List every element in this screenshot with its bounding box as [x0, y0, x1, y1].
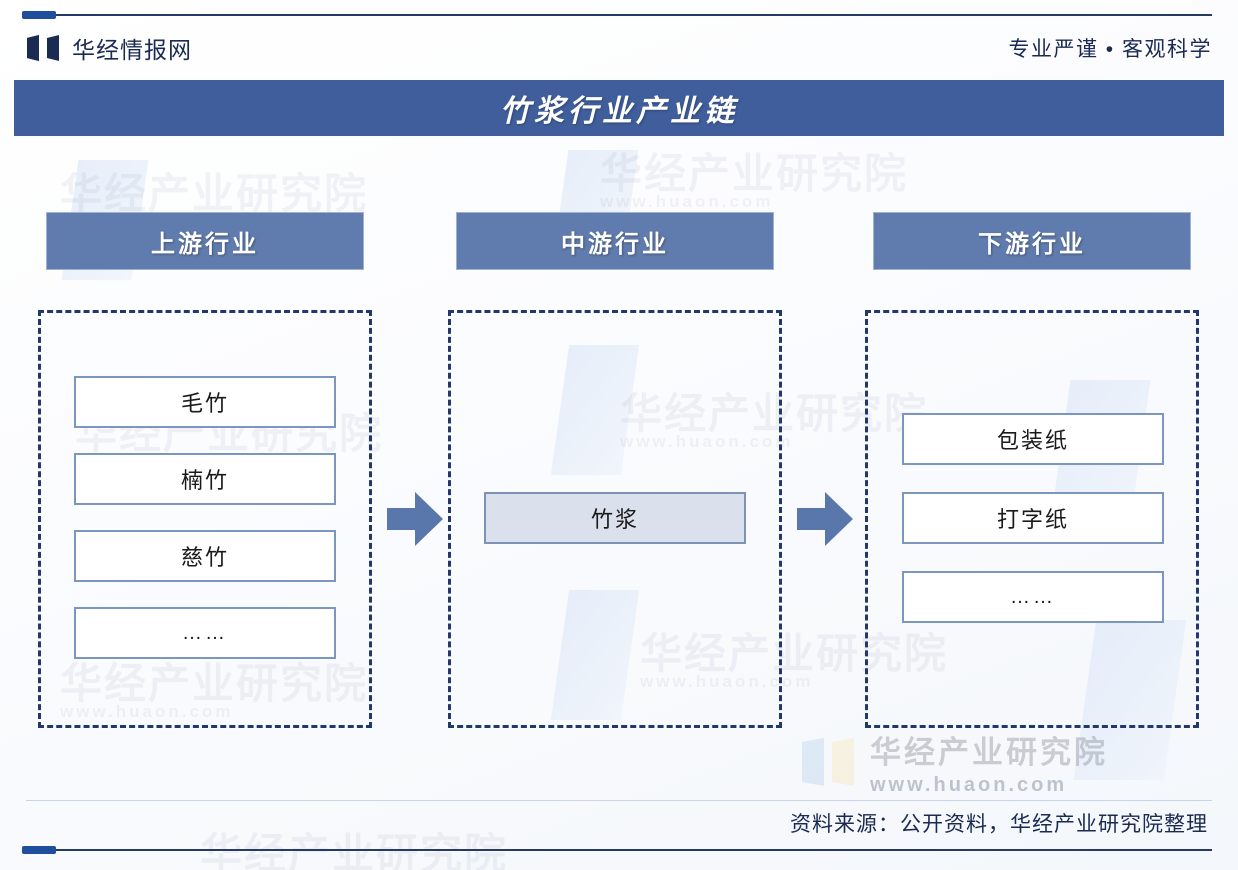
panel-downstream	[865, 310, 1199, 728]
panel-upstream	[38, 310, 372, 728]
brand-name: 华经情报网	[72, 37, 192, 63]
watermark-company: 华经产业研究院	[200, 830, 509, 870]
bottom-rule-accent	[22, 846, 56, 854]
column-header-downstream: 下游行业	[873, 212, 1191, 270]
item-midstream-0[interactable]: 竹浆	[484, 492, 746, 544]
item-upstream-0[interactable]: 毛竹	[74, 376, 336, 428]
footer-separator	[26, 800, 1212, 801]
item-upstream-2-label: 慈竹	[180, 545, 229, 570]
item-midstream-0-label: 竹浆	[590, 507, 639, 532]
item-upstream-3[interactable]: ……	[74, 607, 336, 659]
item-downstream-1[interactable]: 打字纸	[902, 492, 1164, 544]
industry-chain-diagram: 上游行业 毛竹 楠竹 慈竹 …… 中游行业 竹浆	[0, 136, 1238, 796]
panel-midstream	[448, 310, 782, 728]
column-header-midstream: 中游行业	[456, 212, 774, 270]
item-upstream-1[interactable]: 楠竹	[74, 453, 336, 505]
item-downstream-2-label: ……	[1010, 585, 1056, 608]
right-arrow-icon-2	[797, 492, 853, 546]
item-upstream-3-label: ……	[182, 621, 228, 644]
item-downstream-1-label: 打字纸	[996, 507, 1069, 532]
source-note: 资料来源：公开资料，华经产业研究院整理	[790, 813, 1208, 836]
item-upstream-2[interactable]: 慈竹	[74, 530, 336, 582]
column-header-downstream-label: 下游行业	[978, 230, 1086, 258]
top-rule	[22, 11, 1212, 19]
item-downstream-0[interactable]: 包装纸	[902, 413, 1164, 465]
right-arrow-icon-1	[387, 492, 443, 546]
column-header-upstream: 上游行业	[46, 212, 364, 270]
header: 华经情报网 专业严谨 • 客观科学	[26, 22, 1212, 74]
open-book-icon	[27, 35, 59, 61]
top-rule-accent	[22, 11, 56, 19]
column-header-upstream-label: 上游行业	[151, 230, 259, 258]
column-header-midstream-label: 中游行业	[561, 230, 669, 258]
brand: 华经情报网	[26, 31, 192, 65]
title-bar: 竹浆行业产业链	[14, 80, 1224, 136]
item-upstream-1-label: 楠竹	[180, 468, 229, 493]
header-slogan: 专业严谨 • 客观科学	[1008, 38, 1212, 61]
item-downstream-0-label: 包装纸	[996, 428, 1069, 453]
bottom-rule	[22, 846, 1212, 854]
page-title: 竹浆行业产业链	[500, 95, 738, 128]
item-upstream-0-label: 毛竹	[180, 391, 229, 416]
item-downstream-2[interactable]: ……	[902, 571, 1164, 623]
